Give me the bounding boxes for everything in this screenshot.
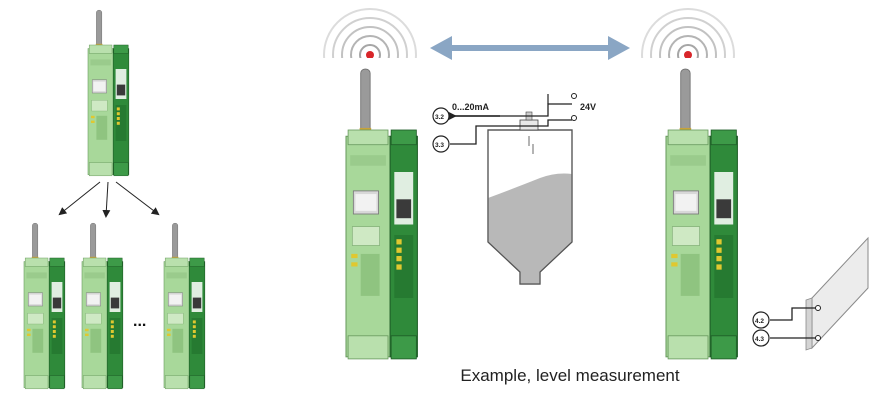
topology-arrows — [58, 181, 160, 218]
terminal-3-2 — [432, 107, 450, 125]
terminal-3-3-label: 3.3 — [435, 142, 444, 149]
terminal-4-3 — [752, 329, 770, 347]
terminal-4-2-label: 4.2 — [755, 318, 764, 325]
slave-module-1 — [23, 222, 66, 390]
slave-module-3 — [163, 222, 206, 390]
terminal-4-3-label: 4.3 — [755, 336, 764, 343]
receiver-module — [665, 68, 738, 360]
current-range-label: 0...20mA — [452, 102, 490, 112]
terminal-3-3 — [432, 135, 450, 153]
terminal-3-2-label: 3.2 — [435, 114, 444, 121]
ellipsis-label: ... — [133, 313, 146, 330]
silo — [487, 129, 573, 285]
sensor-wiring — [445, 93, 577, 145]
terminal-4-2 — [752, 311, 770, 329]
wireless-link-arrow — [430, 36, 630, 60]
slave-module-2 — [81, 222, 124, 390]
diagram-caption: Example, level measurement — [460, 366, 680, 385]
master-module — [87, 9, 130, 177]
output-card — [805, 236, 869, 351]
transmitter-module — [345, 68, 418, 360]
output-wiring — [770, 305, 821, 341]
voltage-label: 24V — [580, 102, 596, 112]
